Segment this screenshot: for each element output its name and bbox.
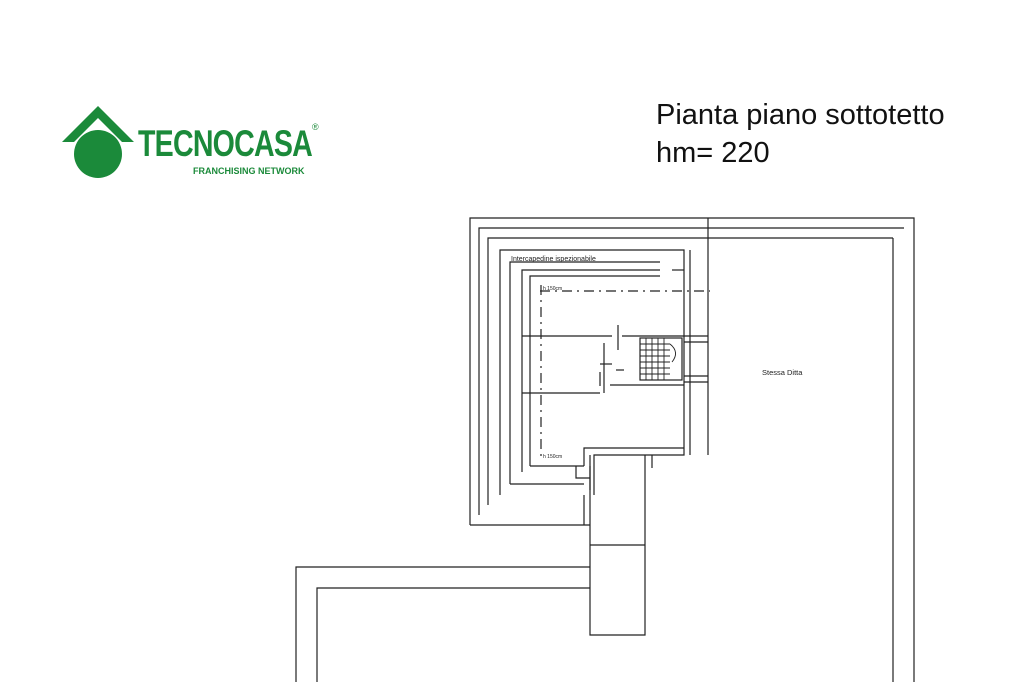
outer-wall-inner: [478, 227, 904, 515]
room-notch: [575, 466, 590, 479]
height-label-top: h 150cm: [543, 286, 562, 292]
title-block: Pianta piano sottotetto hm= 220: [656, 96, 945, 172]
cavity-boundary: [499, 249, 685, 495]
lower-outline-inner: [316, 587, 590, 682]
room-outline: [521, 269, 660, 472]
neighbor-label: Stessa Ditta: [762, 368, 803, 377]
room-outline-inner: [529, 275, 660, 466]
room-bottom-step: [583, 447, 684, 466]
logo-tagline: FRANCHISING NETWORK: [193, 166, 305, 176]
logo-registered-mark: ®: [312, 122, 319, 132]
logo-roof-icon: [62, 106, 134, 142]
lower-outline: [295, 566, 590, 682]
page-title: Pianta piano sottotetto: [656, 99, 945, 131]
logo-brand-name: TECNOCASA: [138, 123, 312, 164]
outer-wall: [469, 217, 915, 682]
cavity-label: Intercapedine ispezionabile: [511, 256, 596, 263]
staircase: [639, 337, 683, 381]
inner-envelope: [487, 237, 893, 505]
cavity-inner: [509, 261, 660, 484]
logo-circle-icon: [74, 130, 122, 178]
height-label-bottom: h 150cm: [543, 454, 562, 460]
height-note: hm= 220: [656, 137, 770, 169]
tecnocasa-logo: TECNOCASA ® FRANCHISING NETWORK: [62, 106, 319, 178]
stair-treads: [640, 338, 676, 380]
